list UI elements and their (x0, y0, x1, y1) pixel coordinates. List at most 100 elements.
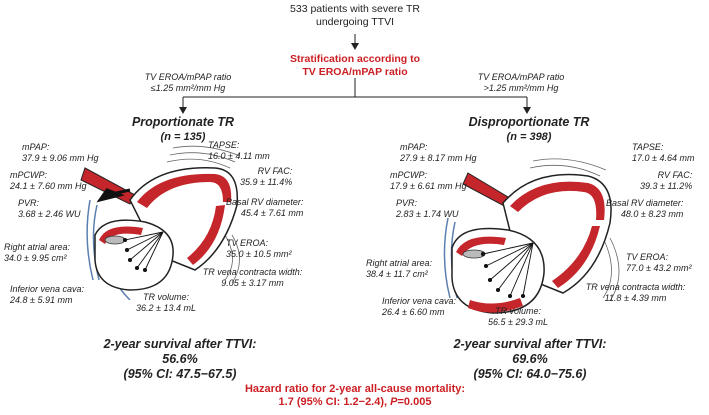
right-eroa-value: 77.0 ± 43.2 mm² (626, 263, 692, 273)
left-eroa-value: 35.0 ± 10.5 mm² (226, 249, 292, 259)
left-mpap-value: 37.9 ± 9.06 mm Hg (22, 153, 99, 163)
right-raa: Right atrial area: 38.4 ± 11.7 cm² (366, 258, 432, 280)
left-pvr: PVR: 3.68 ± 2.46 WU (18, 198, 80, 220)
right-vol-label: TR volume: (494, 306, 541, 316)
left-mpap-label: mPAP: (22, 142, 50, 152)
left-survival-ci: (95% CI: 47.5−67.5) (123, 367, 237, 381)
right-survival-value: 69.6% (512, 352, 548, 366)
hazard-ratio-estimate: 1.7 (95% CI: 1.2−2.4), (278, 396, 391, 408)
right-ivc-label: Inferior vena cava: (382, 296, 457, 306)
right-vc: TR vena contracta width: 11.8 ± 4.39 mm (568, 282, 703, 304)
right-rvfac-value: 39.3 ± 11.2% (640, 181, 693, 191)
left-arrow-head (179, 107, 187, 114)
left-raa-label: Right atrial area: (4, 242, 71, 252)
branch-right-line-2: >1.25 mm²/mm Hg (483, 83, 559, 93)
branch-left-line-2: ≤1.25 mm²/mm Hg (150, 83, 226, 93)
left-vc: TR vena contracta width: 9.05 ± 3.17 mm (185, 267, 320, 289)
right-raa-value: 38.4 ± 11.7 cm² (366, 269, 428, 279)
hazard-ratio-value: 1.7 (95% CI: 1.2−2.4), P=0.005 (205, 396, 505, 409)
cohort-line-1: 533 patients with severe TR (290, 3, 420, 15)
left-eroa: TV EROA: 35.0 ± 10.5 mm² (226, 238, 291, 260)
right-group-title: Disproportionate TR (n = 398) (444, 115, 614, 145)
left-vc-value: 9.05 ± 3.17 mm (221, 278, 284, 288)
stratification-title: Stratification according to TV EROA/mPAP… (235, 53, 475, 79)
right-survival: 2-year survival after TTVI: 69.6% (95% C… (430, 337, 630, 382)
left-survival-value: 56.6% (162, 352, 198, 366)
hazard-ratio-p-value: =0.005 (397, 396, 432, 408)
left-rvfac-label: RV FAC: (257, 166, 293, 176)
right-arrow-head (523, 107, 531, 114)
right-eroa-label: TV EROA: (626, 252, 669, 262)
right-rvd-label: Basal RV diameter: (606, 198, 684, 208)
right-rvfac-label: RV FAC: (657, 170, 693, 180)
left-rvfac: RV FAC: 35.9 ± 11.4% (240, 166, 292, 188)
right-vc-value: 11.8 ± 4.39 mm (604, 293, 667, 303)
right-pvr-value: 2.83 ± 1.74 WU (396, 209, 459, 219)
right-vol-value: 56.5 ± 29.3 mL (488, 317, 548, 327)
right-pvr-label: PVR: (396, 198, 418, 208)
left-survival: 2-year survival after TTVI: 56.6% (95% C… (80, 337, 280, 382)
right-mpcwp-value: 17.9 ± 6.61 mm Hg (390, 181, 467, 191)
right-rvd: Basal RV diameter: 48.0 ± 8.23 mm (606, 198, 683, 220)
right-mpap-value: 27.9 ± 8.17 mm Hg (400, 153, 477, 163)
right-mpcwp: mPCWP: 17.9 ± 6.61 mm Hg (390, 170, 466, 192)
left-raa-value: 34.0 ± 9.95 cm² (4, 253, 67, 263)
right-tapse: TAPSE: 17.0 ± 4.64 mm (632, 142, 694, 164)
right-title: Disproportionate TR (468, 115, 590, 129)
right-tapse-label: TAPSE: (632, 142, 664, 152)
left-tapse-value: 16.0 ± 4.11 mm (208, 151, 270, 161)
left-rvfac-value: 35.9 ± 11.4% (240, 177, 293, 187)
left-survival-title: 2-year survival after TTVI: (103, 337, 257, 351)
left-group-title: Proportionate TR (n = 135) (98, 115, 268, 145)
right-mpcwp-label: mPCWP: (390, 170, 427, 180)
left-mpcwp-value: 24.1 ± 7.60 mm Hg (10, 181, 87, 191)
left-rvd: Basal RV diameter: 45.4 ± 7.61 mm (226, 197, 303, 219)
cohort-line-2: undergoing TTVI (315, 16, 395, 28)
branch-label-left: TV EROA/mPAP ratio ≤1.25 mm²/mm Hg (133, 72, 243, 94)
right-rvd-value: 48.0 ± 8.23 mm (620, 209, 684, 219)
left-vol-value: 36.2 ± 13.4 mL (136, 303, 196, 313)
left-n: (n = 135) (160, 131, 206, 143)
left-volume: TR volume: 36.2 ± 13.4 mL (126, 292, 206, 314)
left-vol-label: TR volume: (142, 292, 189, 302)
left-ivc-label: Inferior vena cava: (10, 284, 85, 294)
left-rvd-value: 45.4 ± 7.61 mm (240, 208, 304, 218)
strat-line-2: TV EROA/mPAP ratio (302, 66, 408, 78)
left-mpcwp: mPCWP: 24.1 ± 7.60 mm Hg (10, 170, 86, 192)
left-heart-illustration (80, 145, 241, 300)
right-survival-ci: (95% CI: 64.0−75.6) (473, 367, 587, 381)
right-survival-title: 2-year survival after TTVI: (453, 337, 607, 351)
cohort-title: 533 patients with severe TR undergoing T… (255, 3, 455, 29)
right-ivc: Inferior vena cava: 26.4 ± 6.60 mm (382, 296, 456, 318)
top-arrow-head (351, 43, 359, 50)
left-rvd-label: Basal RV diameter: (226, 197, 304, 207)
strat-line-1: Stratification according to (289, 53, 421, 65)
branch-right-line-1: TV EROA/mPAP ratio (477, 72, 565, 82)
right-volume: TR volume: 56.5 ± 29.3 mL (478, 306, 558, 328)
branch-label-right: TV EROA/mPAP ratio >1.25 mm²/mm Hg (466, 72, 576, 94)
left-mpap: mPAP: 37.9 ± 9.06 mm Hg (22, 142, 98, 164)
hazard-ratio-p-symbol: P (390, 396, 398, 408)
right-mpap-label: mPAP: (400, 142, 428, 152)
right-eroa: TV EROA: 77.0 ± 43.2 mm² (626, 252, 691, 274)
left-pvr-value: 3.68 ± 2.46 WU (18, 209, 81, 219)
branch-left-line-1: TV EROA/mPAP ratio (144, 72, 232, 82)
left-vc-label: TR vena contracta width: (202, 267, 303, 277)
left-eroa-label: TV EROA: (226, 238, 269, 248)
right-pvr: PVR: 2.83 ± 1.74 WU (396, 198, 458, 220)
right-n: (n = 398) (506, 131, 552, 143)
right-rvfac: RV FAC: 39.3 ± 11.2% (640, 170, 692, 192)
right-raa-label: Right atrial area: (366, 258, 433, 268)
left-title: Proportionate TR (131, 115, 235, 129)
left-tapse: TAPSE: 16.0 ± 4.11 mm (208, 140, 270, 162)
left-ivc-value: 24.8 ± 5.91 mm (10, 295, 73, 305)
right-tapse-value: 17.0 ± 4.64 mm (632, 153, 695, 163)
hazard-ratio-title: Hazard ratio for 2-year all-cause mortal… (244, 383, 466, 395)
right-vc-label: TR vena contracta width: (585, 282, 686, 292)
left-tapse-label: TAPSE: (208, 140, 240, 150)
right-ivc-value: 26.4 ± 6.60 mm (382, 307, 445, 317)
right-mpap: mPAP: 27.9 ± 8.17 mm Hg (400, 142, 476, 164)
left-raa: Right atrial area: 34.0 ± 9.95 cm² (4, 242, 70, 264)
hazard-ratio: Hazard ratio for 2-year all-cause mortal… (205, 383, 505, 409)
